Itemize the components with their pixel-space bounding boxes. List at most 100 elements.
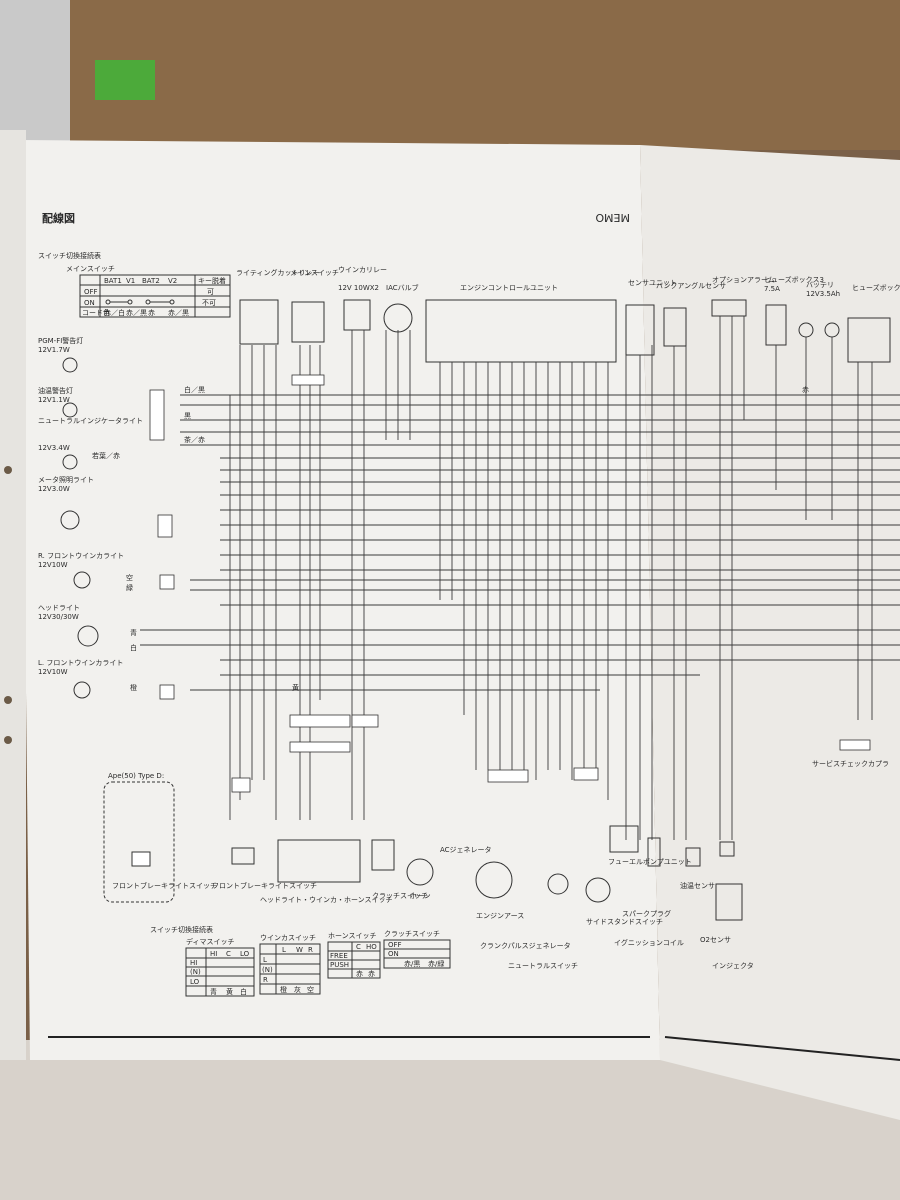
inset-label: フロントブレーキライトスイッチ — [112, 881, 217, 890]
neutral-switch-icon — [547, 873, 569, 895]
svg-text:(N): (N) — [190, 968, 201, 976]
main-switch-color-3: 赤／黒 — [168, 309, 189, 317]
top-comp-9: バッテリ — [806, 281, 834, 289]
main-switch-color-0: 赤／白 — [104, 308, 125, 317]
main-switch-col-v2: V2 — [168, 277, 177, 285]
svg-text:HI: HI — [190, 959, 197, 967]
oil-temp-sensor-icon — [685, 847, 701, 867]
left-comp-4-name: R. フロントウインカライト — [38, 552, 124, 560]
main-switch-row-on: ON — [84, 299, 95, 307]
clutch-switch-table: クラッチスイッチ OFF ON 赤/黒 赤/緑 — [383, 930, 451, 969]
horn-icon — [406, 858, 434, 886]
main-switch-col-bat2: BAT2 — [142, 277, 160, 285]
svg-text:青: 青 — [210, 987, 217, 996]
ignition-coil-icon — [647, 837, 661, 867]
top-comp-1: メインスイッチ — [290, 269, 339, 277]
bottom-comp-2: クラッチスイッチ — [372, 892, 428, 900]
top-comp-0: ライティングカットリレー — [236, 268, 319, 277]
bottom-comp-15: サービスチェックカプラ — [812, 759, 889, 768]
fuse-box-2 — [847, 317, 891, 363]
svg-text:クラッチスイッチ: クラッチスイッチ — [384, 930, 440, 938]
left-comp-0-spec: 12V1.7W — [38, 346, 70, 354]
bottom-comp-12: 油温センサ — [680, 881, 715, 890]
inset-switch-icon — [131, 851, 151, 867]
bottom-comp-11: フューエルポンプユニット — [608, 858, 692, 866]
svg-text:HO: HO — [366, 943, 377, 951]
bottom-comp-5: エンジンアース — [476, 912, 524, 920]
svg-text:LO: LO — [240, 950, 250, 958]
svg-text:R: R — [308, 946, 313, 954]
right-page — [640, 145, 900, 1120]
svg-text:OFF: OFF — [388, 941, 402, 949]
svg-text:橙: 橙 — [280, 985, 287, 994]
bottom-comp-9: スパークプラグ — [622, 909, 671, 918]
left-comp-6-name: L. フロントウインカライト — [38, 659, 123, 667]
top-comp-9-spec: 12V3.5Ah — [806, 290, 840, 298]
top-comp-5: センサユニット — [628, 279, 677, 287]
svg-text:(N): (N) — [262, 966, 273, 974]
ac-generator-icon — [475, 861, 513, 899]
binder-holes — [4, 466, 12, 744]
top-component-labels: ライティングカットリレー メインスイッチ ウインカリレー 12V 10WX2 I… — [236, 266, 900, 298]
wire-harness — [140, 316, 900, 840]
wire-color-tags: 白／黒 黒 茶／赤 若葉／赤 空 緑 青 白 橙 赤 黄 — [92, 385, 809, 692]
main-switch-row-off-status: 可 — [207, 288, 214, 296]
side-stand-switch-icon — [585, 877, 611, 903]
bottom-comp-13: O2センサ — [700, 936, 731, 944]
memo-label: MEMO — [595, 211, 630, 224]
main-switch-color-1: 赤／黒 — [126, 309, 147, 317]
main-switch-row-off: OFF — [84, 288, 98, 296]
dimmer-switch-table: ディマスイッチ HI C LO HI (N) LO 青 黄 白 — [185, 937, 255, 997]
svg-text:赤/緑: 赤/緑 — [428, 959, 444, 968]
bottom-comp-0: フロントブレーキライトスイッチ — [212, 881, 317, 890]
wire-tag-3: 若葉／赤 — [92, 451, 120, 460]
bulb-icon — [60, 510, 80, 530]
wire-tag-6: 青 — [130, 628, 137, 637]
option-alarm-box — [711, 299, 747, 317]
winker-switch-table: ウインカスイッチ L W R L (N) R 橙 灰 空 — [259, 934, 321, 995]
o2-sensor-connector — [719, 841, 735, 857]
page-title: 配線図 — [42, 211, 75, 225]
bottom-comp-1: ヘッドライト・ウインカ・ホーンスイッチ — [260, 896, 393, 904]
svg-text:赤/黒: 赤/黒 — [404, 960, 420, 968]
top-comp-7: オプションアラーム — [712, 276, 775, 284]
svg-text:C: C — [226, 950, 231, 958]
bottom-component-labels: フロントブレーキライトスイッチ ヘッドライト・ウインカ・ホーンスイッチ クラッチ… — [212, 759, 889, 970]
bottom-comp-3: ホーン — [410, 892, 431, 900]
svg-text:PUSH: PUSH — [330, 961, 349, 969]
svg-text:ウインカスイッチ: ウインカスイッチ — [260, 934, 316, 942]
left-comp-6-spec: 12V10W — [38, 668, 68, 676]
left-comp-0-name: PGM-FI警告灯 — [38, 336, 83, 345]
wire-tag-4: 空 — [126, 573, 133, 582]
svg-text:ホーンスイッチ: ホーンスイッチ — [328, 932, 377, 940]
wire-tag-7: 白 — [130, 643, 137, 652]
main-switch-color-2: 赤 — [148, 309, 155, 317]
main-switch-contacts — [105, 299, 175, 305]
svg-text:W: W — [296, 946, 303, 954]
left-comp-2-spec: 12V3.4W — [38, 444, 70, 452]
wire-tag-10: 黄 — [292, 683, 299, 692]
main-switch-color-label: コード色 — [82, 308, 110, 317]
clutch-switch-icon — [371, 839, 395, 871]
fuel-pump-unit-box — [609, 825, 639, 853]
wire-tag-8: 橙 — [130, 683, 137, 692]
left-comp-3-spec: 12V3.0W — [38, 485, 70, 493]
main-switch-col-bat1: BAT1 — [104, 277, 122, 285]
bulb-icon — [73, 681, 91, 699]
svg-text:HI: HI — [210, 950, 217, 958]
svg-text:ON: ON — [388, 950, 399, 958]
wire-tag-5: 緑 — [126, 583, 133, 592]
top-comp-6: バンクアングルセンサ — [656, 281, 726, 290]
left-comp-4-spec: 12V10W — [38, 561, 68, 569]
bottom-comp-8: サイドスタンドスイッチ — [586, 917, 663, 926]
lighting-relay-box — [239, 299, 279, 345]
svg-text:灰: 灰 — [294, 985, 301, 994]
svg-text:FREE: FREE — [330, 952, 348, 960]
left-comp-1-name: 油温警告灯 — [38, 386, 73, 395]
injector-icon — [715, 883, 743, 921]
top-comp-2-spec: 12V 10WX2 — [338, 284, 379, 292]
left-comp-1-spec: 12V1.1W — [38, 396, 70, 404]
svg-text:L: L — [263, 956, 267, 964]
svg-text:ディマスイッチ: ディマスイッチ — [186, 937, 235, 946]
wire-tag-2: 茶／赤 — [184, 435, 205, 444]
